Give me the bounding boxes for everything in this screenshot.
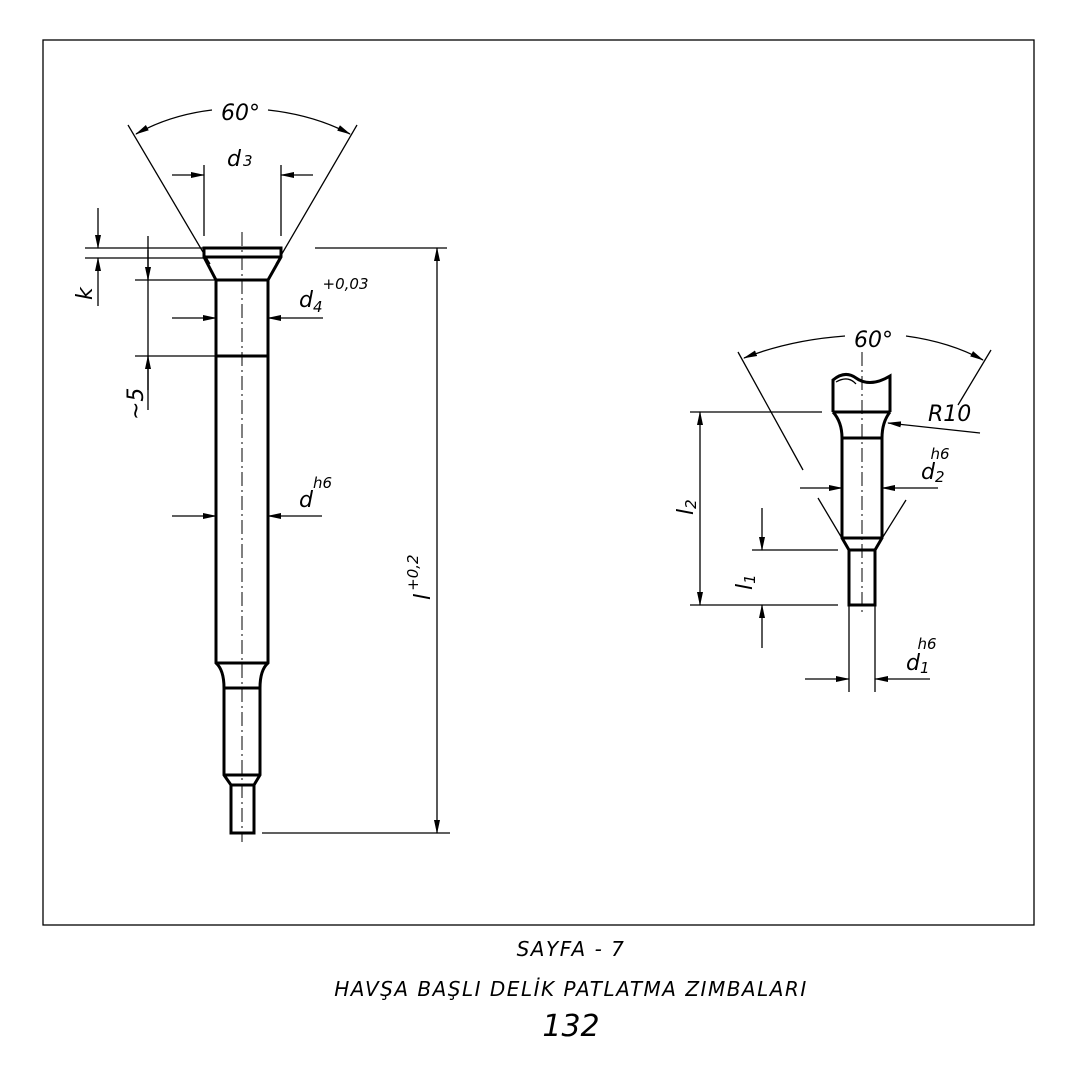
l1-label: l1 xyxy=(733,574,759,590)
angle-label: 60° xyxy=(221,101,260,126)
radius-label: R10 xyxy=(928,402,971,427)
page-label: SAYFA - 7 xyxy=(517,937,626,961)
angle-label: 60° xyxy=(854,328,893,353)
drawing-title: HAVŞA BAŞLI DELİK PATLATMA ZIMBALARI xyxy=(334,977,807,1001)
l2-label: l2 xyxy=(674,499,700,515)
l-label: l+0,2 xyxy=(404,554,436,600)
page-number: 132 xyxy=(542,1009,599,1044)
drawing-frame xyxy=(42,39,1035,926)
k-label: k xyxy=(73,286,98,300)
detail-outline xyxy=(831,373,892,607)
d2-label: d2h6 xyxy=(921,445,950,486)
right-detail-view: 60° R10 d2h6 l2 l1 d1h6 xyxy=(674,328,992,692)
d4-label: d4+0,03 xyxy=(299,275,368,316)
approx-5-label: ~5 xyxy=(124,388,149,420)
punch-body-outline xyxy=(202,246,283,835)
d-label: dh6 xyxy=(299,474,332,513)
d1-label: d1h6 xyxy=(906,635,937,677)
